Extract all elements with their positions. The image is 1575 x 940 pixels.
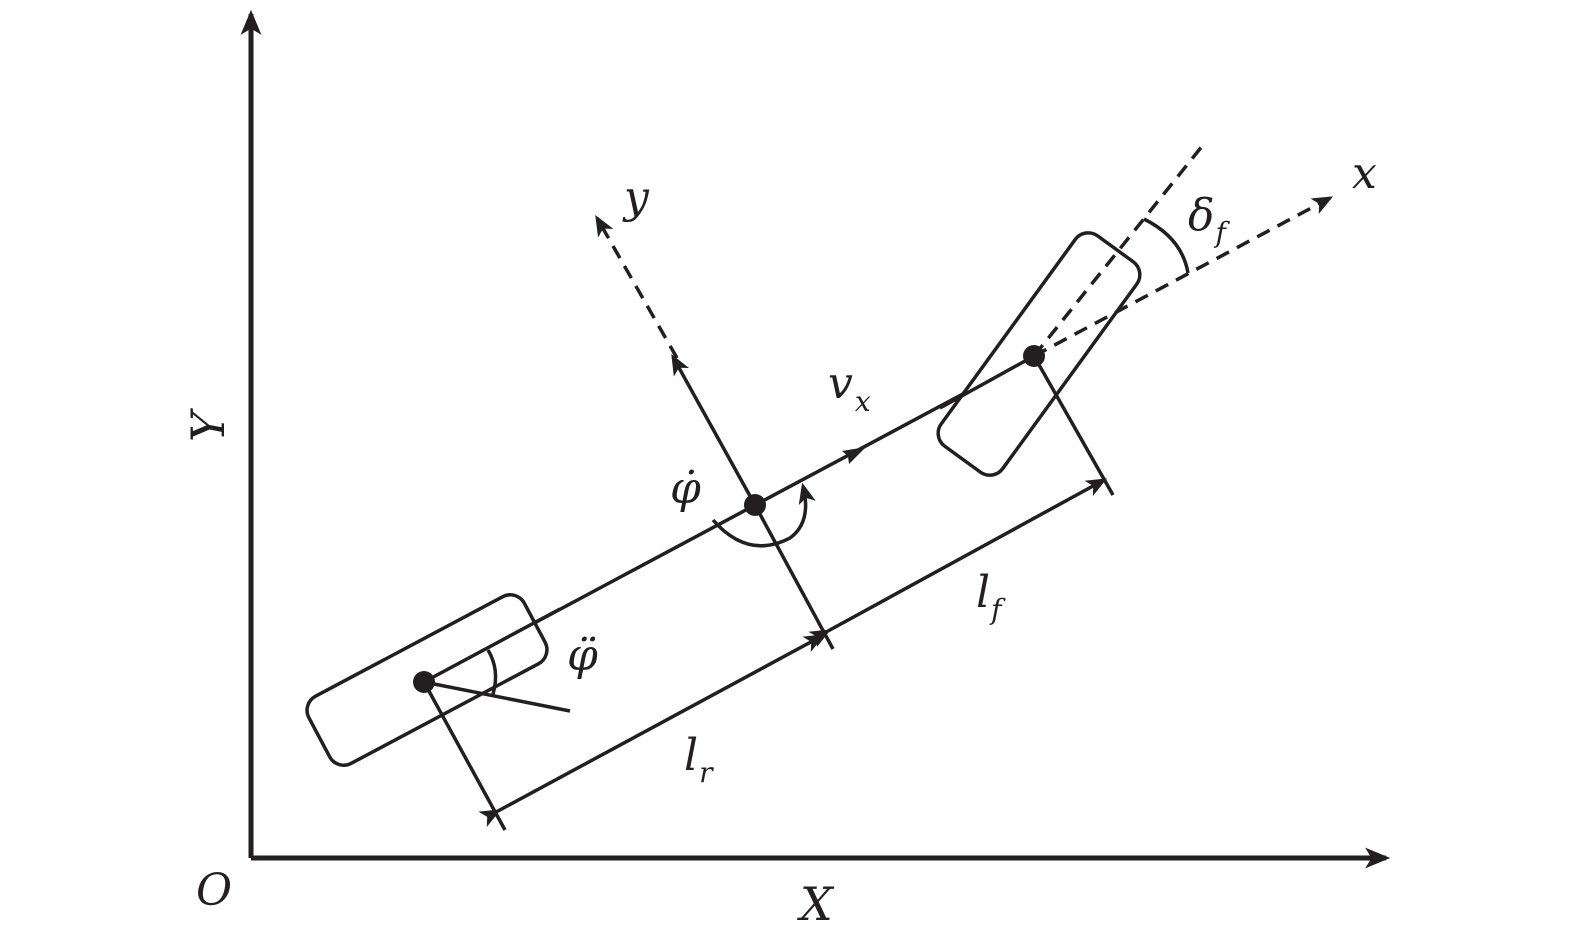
body-x-axis	[1033, 196, 1334, 358]
front-length-dimension	[808, 478, 1108, 648]
front-axle-dot	[1023, 345, 1045, 367]
origin-label: O	[196, 865, 232, 916]
steer-angle-label: δf	[1188, 190, 1231, 249]
front-length-label: lf	[976, 567, 1006, 626]
cg-perpendicular-line	[753, 504, 835, 650]
global-y-label: Y	[181, 407, 235, 442]
yaw-rate-label: φ̇	[670, 463, 701, 514]
rear-length-label: lr	[684, 730, 714, 789]
rear-slip-arc	[486, 649, 498, 695]
global-axes	[240, 9, 1391, 869]
rear-slip-line	[423, 680, 571, 713]
global-x-label: X	[797, 877, 835, 931]
rear-axle-dot	[413, 671, 435, 693]
yaw-accel-label: φ̈	[567, 630, 598, 681]
body-y-axis-solid	[671, 353, 757, 506]
velocity-arrow	[842, 447, 866, 464]
body-x-label: x	[1352, 148, 1377, 199]
front-axle-perpendicular	[1032, 355, 1115, 496]
steer-angle-arc	[1143, 217, 1190, 274]
center-of-gravity-dot	[744, 494, 766, 516]
velocity-label: vx	[828, 358, 871, 418]
rear-length-dimension	[478, 634, 826, 828]
body-y-axis-dashed	[595, 214, 679, 359]
body-y-label: y	[622, 172, 650, 223]
yaw-rate-arc	[711, 482, 816, 548]
